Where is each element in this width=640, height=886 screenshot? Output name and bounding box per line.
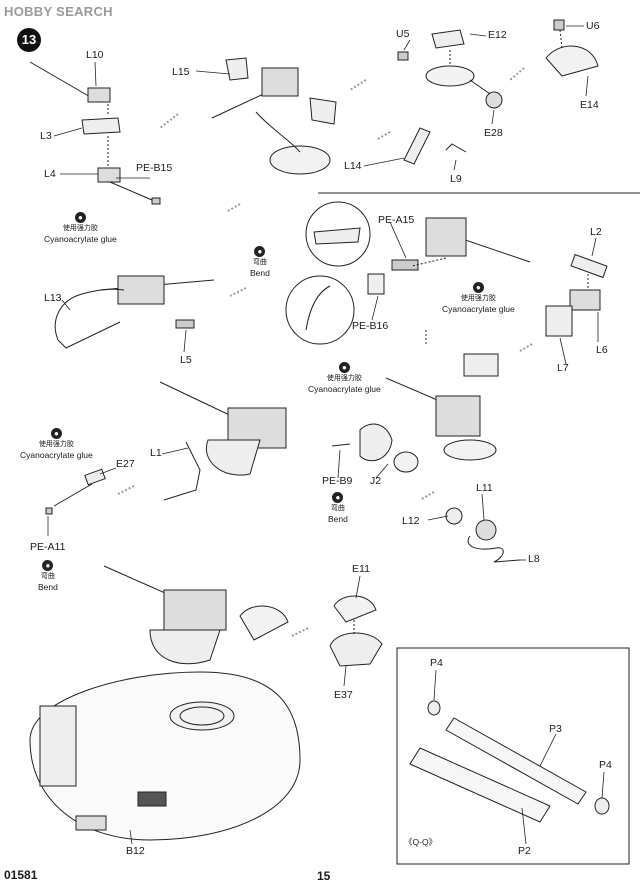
mount-l11-l12 [445,507,521,563]
label-pe-a11: PE-A11 [30,541,66,553]
bend-note-en: Bend [38,582,58,592]
label-l2: L2 [590,226,602,238]
label-pe-b15: PE-B15 [136,162,173,174]
label-l7: L7 [557,362,569,374]
label-e28: E28 [484,127,503,139]
label-l12: L12 [402,515,420,527]
label-l11: L11 [476,482,493,494]
glue-note-cn: 使用强力胶 [62,225,98,232]
mg-exploded-l10 [29,61,161,205]
label-e11: E11 [352,563,370,575]
label-l1: L1 [150,447,162,459]
label-l6: L6 [596,344,608,356]
page-number: 15 [317,869,331,883]
part-e27-pe-a11 [45,468,106,515]
bend-note-en: Bend [250,268,270,278]
bend-note-2: ● 弯曲 Bend [328,492,348,524]
label-l8: L8 [528,553,540,565]
glue-note-en: Cyanoacrylate glue [308,384,381,394]
label-e27: E27 [116,458,135,470]
label-p2: P2 [518,845,531,857]
label-pe-a15: PE-A15 [378,214,415,226]
detail-q-q [409,700,610,823]
glue-note-1: ● 使用强力胶 Cyanoacrylate glue [44,212,117,244]
label-u6: U6 [586,20,600,32]
label-p4-left: P4 [430,657,443,669]
mg-subassembly-pe-a15 [285,201,531,345]
bend-icon: ● [42,560,54,571]
glue-note-cn: 使用强力胶 [326,375,362,382]
glue-icon: ● [74,212,86,223]
turret-main [29,565,301,841]
label-l3: L3 [40,130,52,142]
bend-note-cn: 弯曲 [252,259,267,266]
glue-note-2: ● 使用强力胶 Cyanoacrylate glue [442,282,515,314]
label-j2: J2 [370,475,382,487]
bend-note-3: ● 弯曲 Bend [38,560,58,592]
bend-note-1: ● 弯曲 Bend [250,246,270,278]
label-pe-b9: PE-B9 [322,475,353,487]
hatch-e11-e37 [329,595,383,667]
label-e12: E12 [488,29,507,41]
bend-icon: ● [254,246,266,257]
mg-ammo-j2 [331,353,499,473]
glue-note-4: ● 使用强力胶 Cyanoacrylate glue [20,428,93,460]
label-e14: E14 [580,99,599,111]
hatch-u5-e12 [397,29,503,165]
label-p3: P3 [549,723,562,735]
label-l5: L5 [180,354,192,366]
ammo-box-l2-l6 [545,253,608,337]
glue-note-cn: 使用强力胶 [38,441,74,448]
mg-cable-l13 [54,275,215,349]
bend-note-cn: 弯曲 [330,505,345,512]
leader-lines [47,25,605,845]
glue-icon: ● [50,428,62,439]
label-p4-right: P4 [599,759,612,771]
label-pe-b16: PE-B16 [352,320,389,332]
label-l13: L13 [44,292,62,304]
bend-note-en: Bend [328,514,348,524]
label-l4: L4 [44,168,56,180]
flow-arrows [117,67,533,637]
detail-box [396,647,630,865]
glue-note-en: Cyanoacrylate glue [20,450,93,460]
bend-icon: ● [332,492,344,503]
glue-note-3: ● 使用强力胶 Cyanoacrylate glue [308,362,381,394]
cover-u6-e14 [545,19,599,77]
glue-note-en: Cyanoacrylate glue [44,234,117,244]
label-l14: L14 [344,160,362,172]
glue-note-cn: 使用强力胶 [460,295,496,302]
mg-assembly-l1 [159,381,287,501]
section-label-q-q: 《Q-Q》 [404,837,438,847]
product-code: 01581 [4,868,38,882]
watermark: HOBBY SEARCH [4,4,113,19]
label-l9: L9 [450,173,462,185]
glue-icon: ● [338,362,350,373]
bend-note-cn: 弯曲 [40,573,55,580]
mg-mount-l15 [211,57,337,175]
step-number-badge: 13 [17,28,41,52]
label-u5: U5 [396,28,410,40]
label-b12: B12 [126,845,145,857]
label-l10: L10 [86,49,104,61]
glue-note-en: Cyanoacrylate glue [442,304,515,314]
label-e37: E37 [334,689,353,701]
label-l15: L15 [172,66,190,78]
glue-icon: ● [472,282,484,293]
